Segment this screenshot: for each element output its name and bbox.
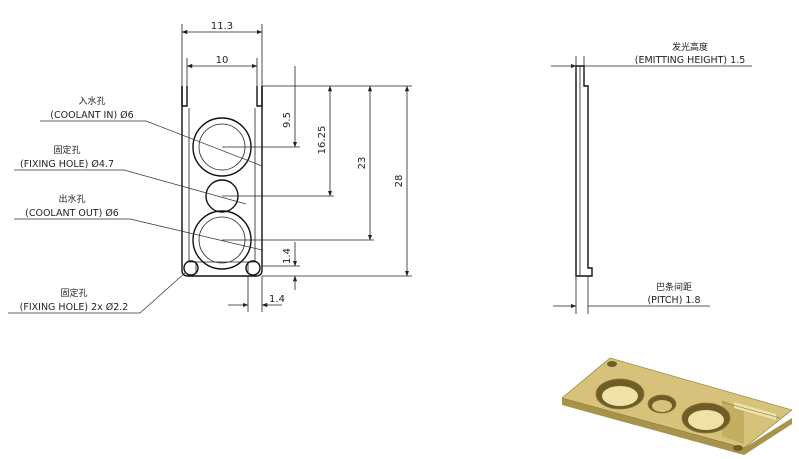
front-view: 11.3 10 9.5 16.25 23 28: [181, 21, 412, 312]
callout-coolant-in: 入水孔 (COOLANT IN) Ø6: [40, 95, 263, 167]
dim-width-inner: 10: [186, 55, 258, 86]
dim-28-text: 28: [394, 175, 405, 188]
fixing-hole-small-right: [245, 260, 261, 276]
callout-fixing-hole: 固定孔 (FIXING HOLE) Ø4.7: [14, 144, 247, 205]
dim-9-5: 9.5: [282, 66, 298, 148]
dim-23: 23: [357, 85, 373, 241]
callout-fixing-hole-small-en: (FIXING HOLE) 2x Ø2.2: [20, 302, 129, 313]
fixing-hole-small-left: [183, 260, 199, 276]
callout-coolant-out: 出水孔 (COOLANT OUT) Ø6: [14, 193, 263, 251]
callout-coolant-in-en: (COOLANT IN) Ø6: [50, 110, 133, 121]
callout-fixing-hole-small-cn: 固定孔: [60, 287, 87, 299]
pitch-cn: 巴条间距: [656, 281, 692, 293]
dim-9-5-text: 9.5: [282, 112, 293, 128]
callout-fixing-hole-en: (FIXING HOLE) Ø4.7: [20, 159, 114, 170]
callout-coolant-out-en: (COOLANT OUT) Ø6: [25, 208, 119, 219]
dim-width-overall-text: 11.3: [211, 21, 233, 32]
dim-1-4-horizontal-text: 1.4: [269, 294, 285, 305]
dim-width-overall: 11.3: [181, 21, 263, 86]
callout-coolant-in-cn: 入水孔: [78, 95, 105, 107]
emitting-height-en: (EMITTING HEIGHT) 1.5: [635, 55, 746, 66]
callout-fixing-hole-small: 固定孔 (FIXING HOLE) 2x Ø2.2: [8, 271, 187, 314]
callout-coolant-out-cn: 出水孔: [58, 193, 85, 205]
dim-1-4-vertical: 1.4: [282, 242, 298, 290]
dim-23-text: 23: [357, 157, 368, 170]
dim-width-inner-text: 10: [216, 55, 229, 66]
dim-16-25-text: 16.25: [317, 126, 328, 155]
iso-view-part: [561, 357, 793, 455]
dim-28: 28: [394, 85, 410, 277]
callout-fixing-hole-cn: 固定孔: [53, 144, 80, 156]
pitch-en: (PITCH) 1.8: [647, 295, 700, 306]
emitting-height-cn: 发光高度: [672, 41, 708, 53]
dim-1-4-vertical-text: 1.4: [282, 248, 293, 264]
side-view: 发光高度 (EMITTING HEIGHT) 1.5 巴条间距 (PITCH) …: [551, 41, 752, 314]
dim-1-4-horizontal: 1.4: [228, 276, 285, 312]
dim-16-25: 16.25: [317, 85, 333, 197]
